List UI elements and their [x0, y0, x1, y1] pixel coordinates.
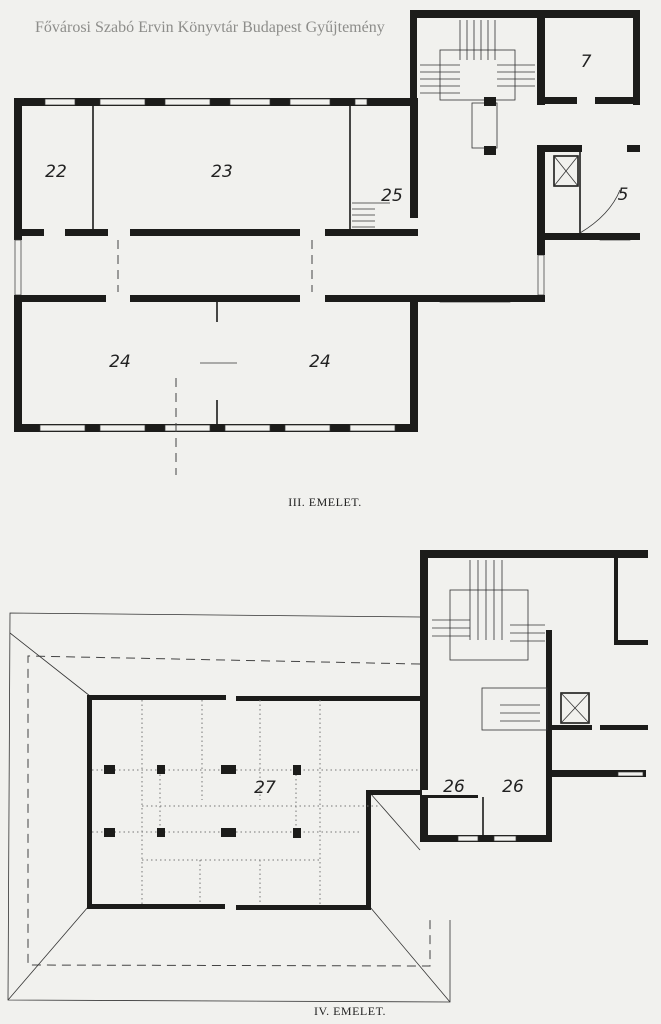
watermark: Fővárosi Szabó Ervin Könyvtár Budapest G…: [35, 19, 385, 36]
room-label: 27: [254, 778, 276, 798]
tower-staircase: [432, 560, 548, 731]
main-staircase: [420, 20, 535, 155]
room-label: 26: [502, 777, 524, 797]
room-label: 22: [45, 162, 67, 182]
room-label: 7: [580, 52, 592, 72]
room-label: 23: [211, 162, 233, 182]
floor-4-plan: [7, 550, 648, 1003]
room-label: 25: [381, 186, 403, 206]
room-label: 24: [309, 352, 331, 372]
floor-3-plan: [14, 10, 640, 475]
room-label: 26: [443, 777, 465, 797]
room-label: 24: [109, 352, 131, 372]
room-label: 5: [617, 185, 629, 205]
columns: [104, 765, 301, 838]
elevator-shaft-4: [560, 692, 590, 724]
stair-25: [352, 202, 390, 228]
floor-4-caption: IV. EMELET.: [313, 1004, 387, 1018]
floor-3-caption: III. EMELET.: [288, 495, 362, 509]
elevator-shaft: [553, 155, 579, 187]
grid-lines: [92, 700, 420, 905]
